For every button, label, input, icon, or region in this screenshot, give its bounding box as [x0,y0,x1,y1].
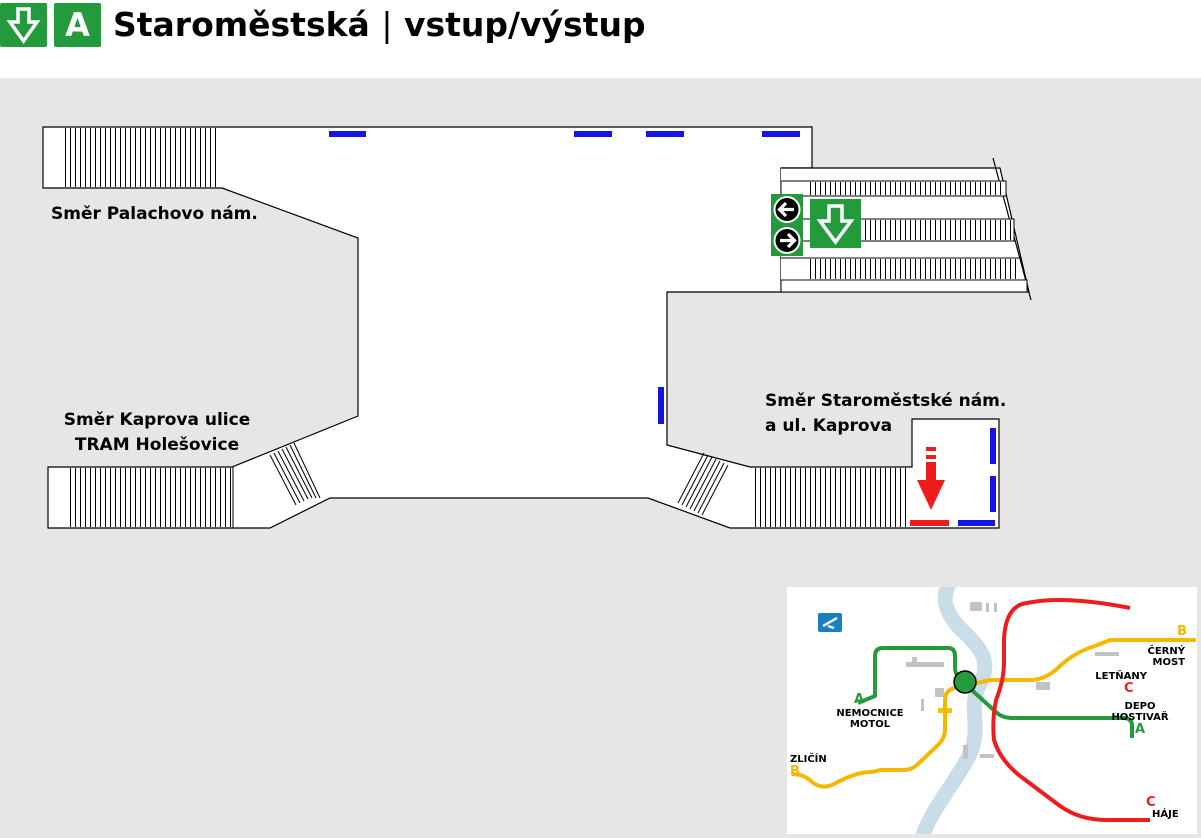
station-name: Staroměstská [113,5,370,44]
line-letter-b-cerny: B [1177,624,1187,639]
exit-arrow-down-icon [917,447,945,510]
stairs-kaprova [70,442,321,528]
line-letter-a-motol: A [854,692,865,707]
line-c [991,598,1150,822]
terminal-depo-line1: DEPO [1124,701,1156,712]
metro-arrow-down-icon [810,199,861,248]
title-subtitle: vstup/výstup [403,5,646,44]
line-letter-a-depo: A [1135,722,1146,737]
river [915,587,993,834]
metro-network-map: LETŇANY C B ČERNÝ MOST DEPO HOSTIVAŘ A A… [787,587,1197,834]
terminal-cerny-most: ČERNÝ MOST [1127,646,1185,668]
label-kaprova: Směr Kaprova ulice TRAM Holešovice [52,408,262,458]
label-palachovo: Směr Palachovo nám. [51,204,258,224]
terminal-depo-line2: HOSTIVAŘ [1111,712,1169,723]
station-plan-canvas: Směr Palachovo nám. Směr Kaprova ulice T… [0,78,1201,838]
stairs-staromestske [677,452,907,527]
label-staromestske-line1: Směr Staroměstské nám. [765,391,1007,411]
terminal-cerny-line1: ČERNÝ [1147,646,1185,657]
exit-marker [910,520,949,526]
terminal-nemocnice-motol: NEMOCNICE MOTOL [831,708,909,730]
metro-logo-icon [0,3,47,47]
terminal-zlicin: ZLIČÍN [790,754,827,765]
terminal-nemocnice-line2: MOTOL [849,719,891,730]
terminal-cerny-line2: MOST [1152,657,1185,668]
terminal-haje: HÁJE [1152,809,1179,820]
line-letter-c-letnany: C [1124,681,1134,696]
line-b [791,638,1196,789]
title-divider: | [381,5,393,44]
blue-markers [329,131,996,526]
terminal-depo-hostivar: DEPO HOSTIVAŘ [1105,701,1175,723]
direction-sign [771,194,861,256]
arrow-right-icon [771,225,803,256]
station-plan [42,126,1032,529]
label-staromestske: Směr Staroměstské nám. a ul. Kaprova [765,389,1006,439]
line-letter-b-zlicin: B [790,764,800,779]
label-staromestske-line2: a ul. Kaprova [765,416,893,436]
metro-network-svg [791,587,1196,834]
label-kaprova-line2: TRAM Holešovice [74,435,240,455]
terminal-letnany: LETŇANY [1095,671,1147,682]
stairs-palachovo [65,128,220,187]
line-badge: A [54,3,101,47]
line-letter-c-haje: C [1146,795,1156,810]
label-kaprova-line1: Směr Kaprova ulice [63,410,251,430]
arrow-left-icon [771,194,803,225]
terminal-nemocnice-line1: NEMOCNICE [836,708,904,719]
station-marker-icon [953,670,977,694]
station-title: Staroměstská | vstup/výstup [113,2,646,48]
header: A Staroměstská | vstup/výstup [0,0,1201,78]
